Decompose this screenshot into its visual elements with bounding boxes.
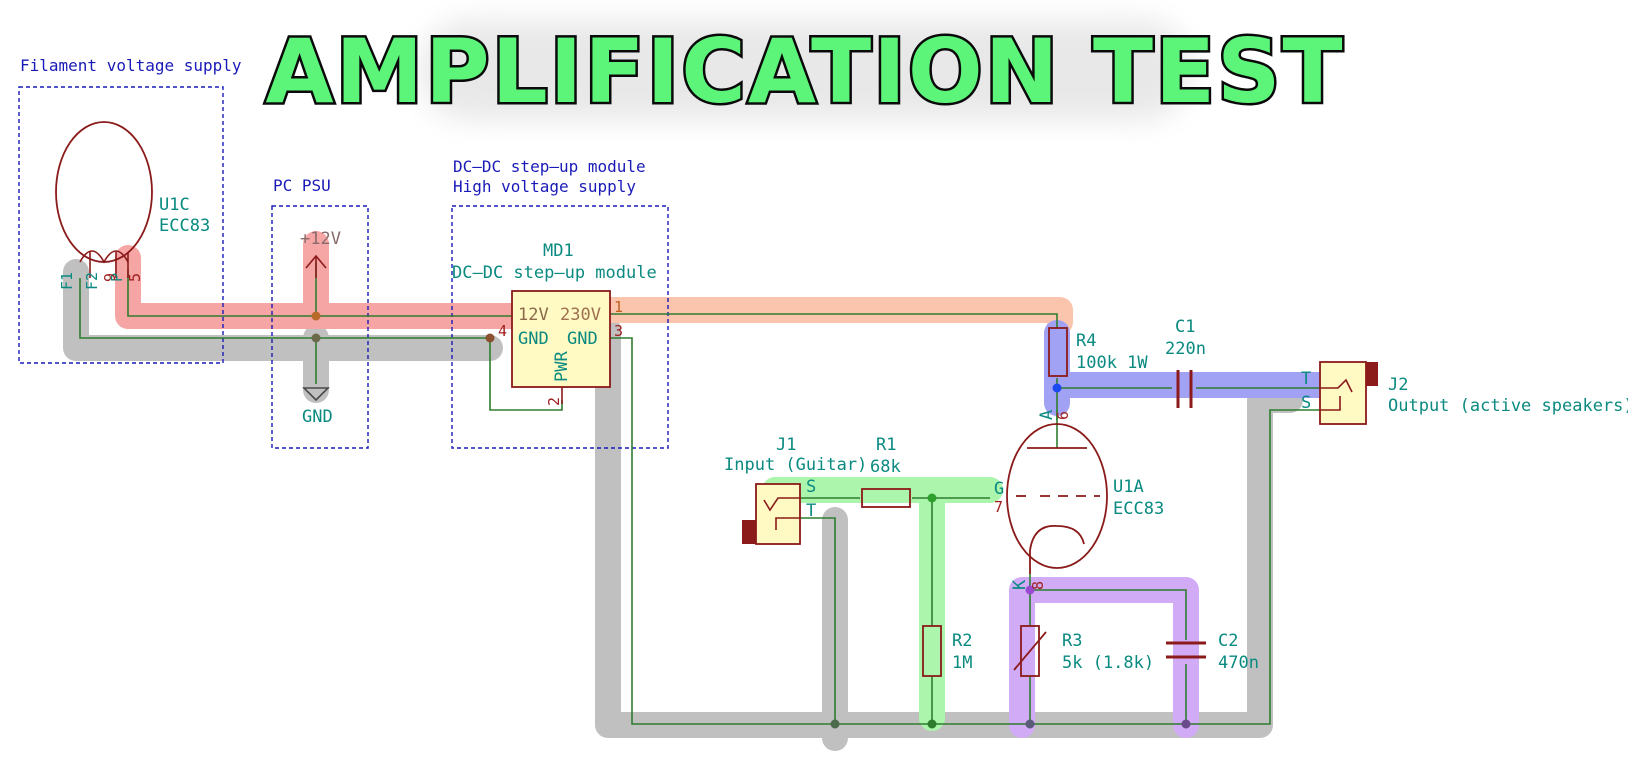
r1-ref: R1 <box>876 435 896 455</box>
c2-ref: C2 <box>1218 631 1238 651</box>
r1-resistor[interactable] <box>861 488 911 508</box>
md1-pin-4: 4 <box>498 322 507 340</box>
u1c-value: ECC83 <box>159 216 210 236</box>
md1-pin-2: 2 <box>545 397 563 406</box>
md1-module[interactable] <box>511 290 611 404</box>
md1-12v-pin: 12V <box>518 305 549 325</box>
j2-value: Output (active speakers) <box>1388 396 1628 416</box>
j2-s-pin: S <box>1301 393 1311 413</box>
j1-input-jack[interactable] <box>742 483 801 545</box>
u1a-value: ECC83 <box>1113 499 1164 519</box>
r3-value: 5k (1.8k) <box>1062 653 1154 673</box>
psu-group-box <box>271 205 369 449</box>
c1-capacitor[interactable] <box>1176 370 1193 408</box>
md1-pin-1: 1 <box>614 298 623 316</box>
dcdc-group-label-1: DC–DC step–up module <box>453 157 646 176</box>
gnd-symbol[interactable] <box>302 387 330 402</box>
c2-value: 470n <box>1218 653 1259 673</box>
md1-230v-pin: 230V <box>560 305 601 325</box>
u1a-k-pin: K <box>1010 579 1030 590</box>
r3-ref: R3 <box>1062 631 1082 651</box>
r2-ref: R2 <box>952 631 972 651</box>
j2-t-pin: T <box>1301 369 1311 389</box>
dcdc-group-label-2: High voltage supply <box>453 177 636 196</box>
r4-resistor[interactable] <box>1048 327 1068 377</box>
group-boxes <box>18 86 669 449</box>
wires <box>79 262 1320 725</box>
u1a-g-pin: G <box>994 479 1004 499</box>
psu-group-label: PC PSU <box>273 176 331 195</box>
md1-gnd-pin-1: GND <box>518 329 549 349</box>
r3-variable-resistor[interactable] <box>1013 625 1047 677</box>
r2-value: 1M <box>952 653 972 673</box>
title-group: AMPLIFICATION TEST <box>263 18 1345 126</box>
plus12v-symbol[interactable] <box>305 254 327 278</box>
md1-gnd-pin-2: GND <box>567 329 598 349</box>
psu-gnd-label: GND <box>302 407 333 427</box>
j1-ref: J1 <box>776 435 796 455</box>
u1a-ref: U1A <box>1113 477 1144 497</box>
u1c-ref: U1C <box>159 195 190 215</box>
psu-12v-label: +12V <box>300 229 341 249</box>
md1-value: DC–DC step–up module <box>452 263 657 283</box>
dcdc-group-box <box>451 205 669 449</box>
r1-value: 68k <box>870 457 901 477</box>
input-net-highlight <box>762 477 1003 731</box>
u1c-pin-5: 5 <box>126 273 144 282</box>
u1a-pin-7: 7 <box>994 498 1003 516</box>
filament-group-label: Filament voltage supply <box>20 56 242 75</box>
u1a-pin-8: 8 <box>1029 581 1047 590</box>
filament-group-box <box>18 86 224 364</box>
j1-value: Input (Guitar) <box>724 455 867 475</box>
j2-output-jack[interactable] <box>1319 361 1378 425</box>
u1c-pin-p: P <box>108 273 126 282</box>
c1-ref: C1 <box>1175 317 1195 337</box>
u1c-pin-9: 9 <box>101 273 119 282</box>
md1-pwr-pin: PWR <box>552 351 572 382</box>
junctions <box>311 311 1191 729</box>
md1-pin-3: 3 <box>614 322 623 340</box>
u1a-pin-6: 6 <box>1054 411 1072 420</box>
r4-ref: R4 <box>1076 331 1096 351</box>
j1-s-pin: S <box>806 477 816 497</box>
diagram-title: AMPLIFICATION TEST <box>265 20 1344 123</box>
u1a-a-pin: A <box>1037 410 1057 420</box>
u1a-triode[interactable] <box>1006 423 1108 574</box>
r4-value: 100k 1W <box>1076 353 1148 373</box>
md1-ref: MD1 <box>543 241 574 261</box>
c2-capacitor[interactable] <box>1166 641 1206 659</box>
j1-t-pin: T <box>806 501 816 521</box>
c1-value: 220n <box>1165 339 1206 359</box>
r2-resistor[interactable] <box>922 625 942 677</box>
u1c-pin-f1: F1 <box>58 272 76 290</box>
u1c-pin-f2: F2 <box>83 272 101 290</box>
u1c-tube[interactable] <box>55 121 153 278</box>
j2-ref: J2 <box>1388 375 1408 395</box>
hv-net-highlight <box>557 297 1073 335</box>
